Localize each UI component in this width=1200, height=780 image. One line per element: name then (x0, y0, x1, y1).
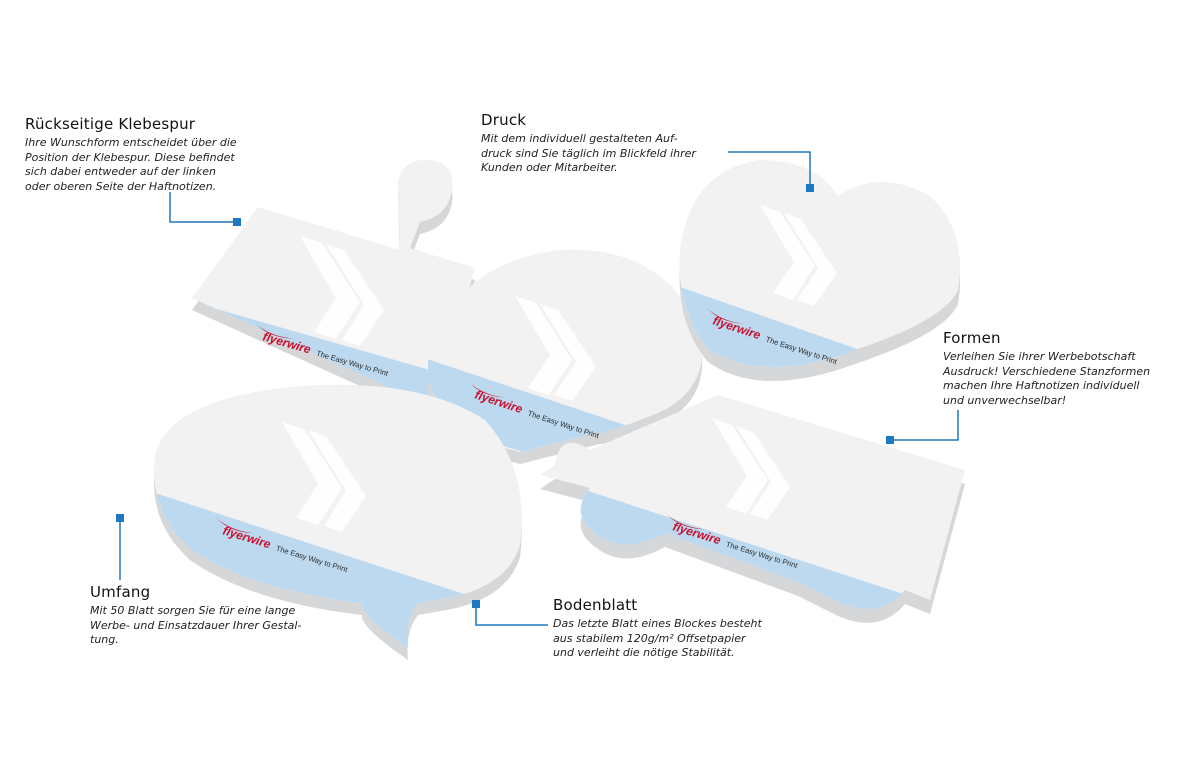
marker-druck (806, 184, 814, 192)
callout-klebespur-title: Rückseitige Klebespur (25, 115, 196, 133)
callout-klebespur-text: Ihre Wunschform entscheidet über die Pos… (25, 136, 285, 194)
truck-shaped-note-pad (540, 395, 965, 623)
callout-druck-text: Mit dem individuell gestalteten Auf- dru… (481, 132, 741, 176)
callout-druck: Druck Mit dem individuell gestalteten Au… (481, 111, 741, 176)
callout-formen: Formen Verleihen Sie ihrer Werbebotschaf… (943, 329, 1193, 408)
text-line: und unverwechselbar! (943, 393, 1067, 407)
heart-shaped-note-pad (679, 160, 961, 382)
leader-line-formen (890, 410, 959, 441)
text-line: Ihre Wunschform entscheidet über die (25, 136, 237, 149)
chevron-arrow-icon (300, 236, 384, 346)
callout-umfang-text: Mit 50 Blatt sorgen Sie für eine lange W… (90, 604, 355, 648)
callout-bodenblatt-title: Bodenblatt (553, 596, 638, 614)
leader-line-druck (728, 151, 811, 188)
leader-line-klebespur (169, 192, 237, 223)
callout-bodenblatt: Bodenblatt Das letzte Blatt eines Blocke… (553, 596, 813, 661)
text-line: Position der Klebespur. Diese befindet (25, 150, 235, 164)
marker-klebespur (233, 218, 241, 226)
text-line: Verleihen Sie ihrer Werbebotschaft (943, 350, 1136, 363)
chevron-arrow-icon (282, 422, 366, 532)
chevron-arrow-icon (515, 296, 596, 401)
text-line: aus stabilem 120g/m² Offsetpapier (553, 631, 746, 645)
text-line: Mit 50 Blatt sorgen Sie für eine lange (90, 604, 296, 617)
callout-klebespur: Rückseitige Klebespur Ihre Wunschform en… (25, 115, 285, 194)
callout-bodenblatt-text: Das letzte Blatt eines Blockes besteht a… (553, 617, 813, 661)
callout-umfang-title: Umfang (90, 583, 151, 601)
text-line: machen Ihre Haftnotizen individuell (943, 379, 1140, 392)
leader-line-bodenblatt (475, 604, 548, 626)
text-line: Kunden oder Mitarbeiter. (481, 161, 618, 174)
text-line: Ausdruck! Verschiedene Stanzformen (943, 364, 1151, 378)
chevron-arrow-icon (712, 418, 790, 520)
text-line: Werbe- und Einsatzdauer Ihrer Gestal- (90, 618, 302, 632)
chevron-arrow-icon (760, 205, 837, 306)
text-line: oder oberen Seite der Haftnotizen. (25, 179, 217, 193)
callout-druck-title: Druck (481, 111, 527, 129)
callout-formen-title: Formen (943, 329, 1001, 347)
text-line: Das letzte Blatt eines Blockes besteht (553, 617, 762, 630)
marker-umfang (116, 514, 124, 522)
speech-bubble-note-pad (154, 384, 522, 660)
text-line: druck sind Sie täglich im Blickfeld ihre… (481, 146, 696, 160)
text-line: und verleiht die nötige Stabilität. (553, 646, 735, 659)
callout-umfang: Umfang Mit 50 Blatt sorgen Sie für eine … (90, 583, 355, 648)
text-line: sich dabei entweder auf der linken (25, 165, 216, 178)
marker-bodenblatt (472, 600, 480, 608)
marker-formen (886, 436, 894, 444)
text-line: Mit dem individuell gestalteten Auf- (481, 132, 678, 145)
callout-formen-text: Verleihen Sie ihrer Werbebotschaft Ausdr… (943, 350, 1193, 408)
text-line: tung. (90, 633, 119, 646)
